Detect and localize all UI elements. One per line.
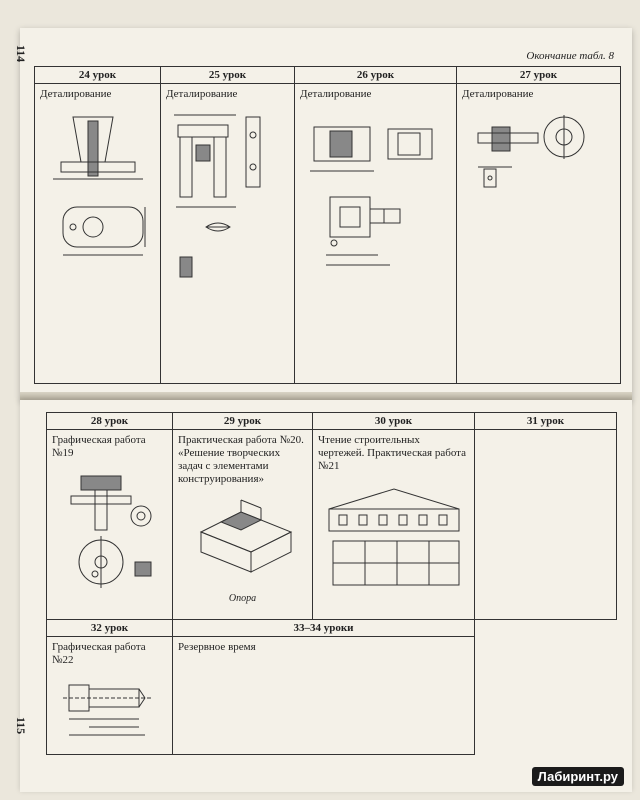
- lesson-33-34-header: 33–34 уроки: [172, 619, 475, 637]
- page-number: 115: [14, 716, 29, 735]
- lesson-27-header: 27 урок: [456, 66, 621, 84]
- roller-drawing: [477, 115, 584, 188]
- lesson-25-cell: Деталирование: [160, 83, 295, 384]
- lesson-29-title: Практическая работа №20. «Решение творче…: [178, 434, 304, 485]
- lesson-31-cell: [474, 429, 617, 620]
- lesson-26-header: 26 урок: [294, 66, 457, 84]
- lessons-table-bottom: 28 урок 29 урок 30 урок 31 урок Графичес…: [46, 412, 617, 755]
- lesson-32-title: Графическая работа №22: [52, 641, 146, 666]
- lesson-25-title: Деталирование: [166, 88, 238, 100]
- page-115: 115 28 урок 29 урок 30 урок 31 урок Граф…: [14, 400, 632, 792]
- lesson-24-title: Деталирование: [40, 88, 112, 100]
- bracket-drawing: [173, 114, 260, 278]
- lesson-30-cell: Чтение строительных чертежей. Практическ…: [312, 429, 475, 620]
- building-drawing: [328, 488, 459, 586]
- table-caption: Окончание табл. 8: [526, 50, 614, 62]
- lesson-33-34-cell: Резервное время: [172, 636, 475, 755]
- lesson-28-cell: Графическая работа №19: [46, 429, 173, 620]
- lesson-30-header: 30 урок: [312, 412, 475, 430]
- lesson-24-cell: Деталирование: [34, 83, 161, 384]
- lesson-29-cell: Практическая работа №20. «Решение творче…: [172, 429, 313, 620]
- lesson-26-title: Деталирование: [300, 88, 372, 100]
- graphic-work-22-drawing: [62, 684, 151, 736]
- page-114: 114 Окончание табл. 8 24 урок 25 урок 26…: [14, 28, 632, 400]
- lesson-26-cell: Деталирование: [294, 83, 457, 384]
- lesson-30-title: Чтение строительных чертежей. Практическ…: [318, 434, 467, 472]
- lesson-33-34-title: Резервное время: [178, 641, 256, 653]
- lesson-29-header: 29 урок: [172, 412, 313, 430]
- clamp-drawing: [52, 116, 145, 256]
- lesson-32-cell: Графическая работа №22: [46, 636, 173, 755]
- clamp-assembly-drawing: [309, 126, 432, 266]
- lesson-28-title: Графическая работа №19: [52, 434, 146, 459]
- lesson-28-header: 28 урок: [46, 412, 173, 430]
- graphic-work-19-drawing: [70, 475, 151, 588]
- lesson-24-header: 24 урок: [34, 66, 161, 84]
- lessons-table-top: 24 урок 25 урок 26 урок 27 урок Деталиро…: [34, 66, 621, 384]
- lesson-31-header: 31 урок: [474, 412, 617, 430]
- lesson-25-header: 25 урок: [160, 66, 295, 84]
- lesson-27-cell: Деталирование: [456, 83, 621, 384]
- lesson-32-header: 32 урок: [46, 619, 173, 637]
- page-number: 114: [14, 44, 29, 63]
- labirint-watermark: Лабиринт.ру: [531, 767, 624, 786]
- support-figure-label: Опора: [228, 593, 257, 604]
- support-isometric-drawing: [199, 499, 292, 573]
- lesson-27-title: Деталирование: [462, 88, 534, 100]
